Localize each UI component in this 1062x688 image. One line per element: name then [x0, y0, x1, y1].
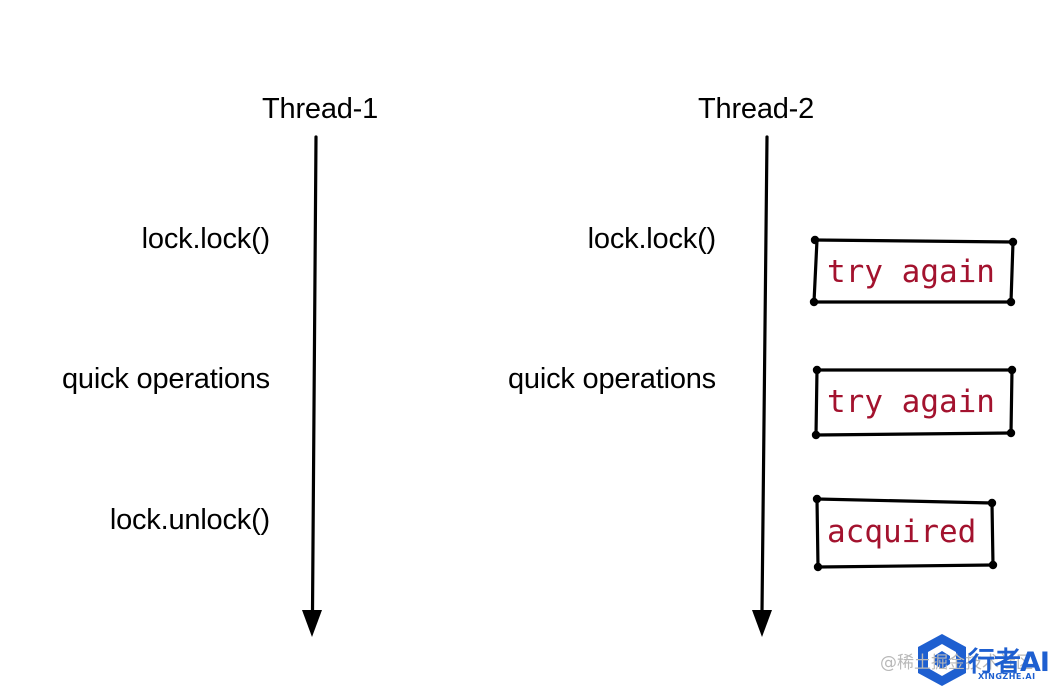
watermark-brand: 行者AI — [968, 647, 1050, 678]
thread-2-title: Thread-2 — [698, 93, 815, 125]
status-box-3 — [812, 494, 998, 572]
watermark-brand-sub: XINGZHE.AI — [978, 672, 1036, 681]
thread-2-arrowhead — [752, 610, 772, 637]
watermark-source-text: @稀土掘金技术社区 — [880, 653, 1033, 673]
status-box-2-text: try again — [827, 384, 995, 420]
thread-1-title: Thread-1 — [262, 93, 379, 125]
thread-2-step-quick-operations: quick operations — [508, 363, 716, 395]
status-box-1 — [809, 235, 1018, 307]
thread-1-step-lock: lock.lock() — [141, 223, 271, 255]
thread-2-timeline — [760, 135, 769, 614]
status-box-3-text: acquired — [827, 514, 977, 550]
status-box-1-text: try again — [827, 254, 995, 290]
thread-1-timeline — [310, 135, 318, 614]
thread-1-step-quick-operations: quick operations — [62, 363, 270, 395]
thread-2-step-lock: lock.lock() — [587, 223, 717, 255]
thread-1-arrowhead — [302, 610, 322, 637]
watermark-logo-icon — [918, 634, 966, 686]
status-box-2 — [811, 365, 1017, 440]
thread-1-step-unlock: lock.unlock() — [109, 504, 270, 536]
